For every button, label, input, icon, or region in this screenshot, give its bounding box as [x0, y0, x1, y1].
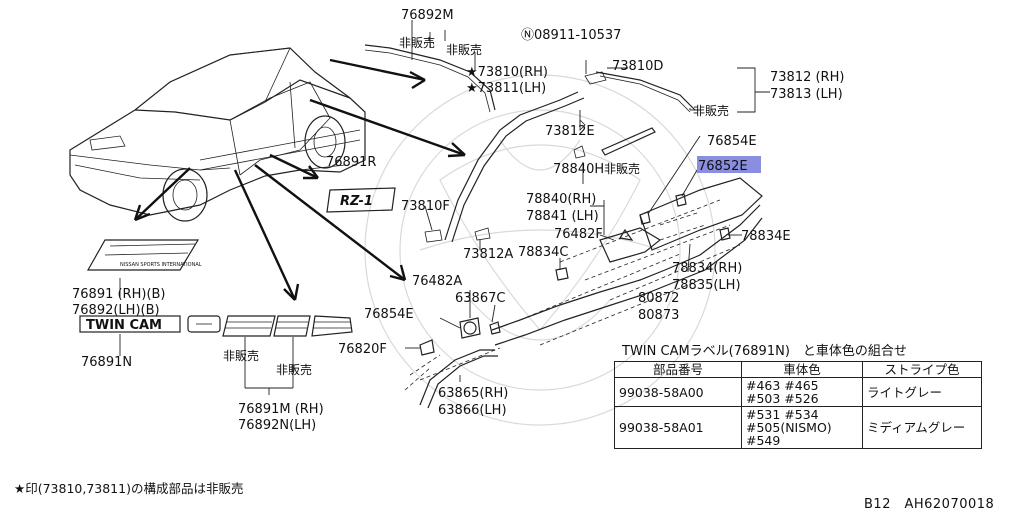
- label-73813: 73813 (LH): [770, 87, 843, 102]
- svg-text:TWIN CAM: TWIN CAM: [86, 318, 162, 333]
- page-reference: B12 AH62070018: [864, 497, 995, 512]
- label-76482A: 76482A: [412, 274, 462, 289]
- highlight-76852E: [697, 156, 761, 173]
- cell-body-color: #531 #534 #505(NISMO) #549: [741, 406, 863, 449]
- label-63865: 63865(RH): [438, 386, 508, 401]
- cell-body-color: #463 #465 #503 #526: [741, 377, 863, 407]
- label-73812E: 73812E: [545, 124, 595, 139]
- decal-76891-nissan: NISSAN SPORTS INTERNATIONAL: [86, 239, 202, 271]
- label-73810D: 73810D: [612, 59, 663, 74]
- part-73810-window-molding: [424, 60, 696, 250]
- pointer-arrows: [133, 58, 466, 301]
- label-73812: 73812 (RH): [770, 70, 844, 85]
- label-76854E-top: 76854E: [707, 134, 757, 149]
- table-caption: TWIN CAMラベル(76891N) と車体色の組合せ: [622, 344, 907, 359]
- cell-stripe-color: ライトグレー: [862, 377, 982, 407]
- color-line: #503 #526: [746, 391, 819, 406]
- label-78834E: 78834E: [741, 229, 791, 244]
- label-78841: 78841 (LH): [526, 209, 599, 224]
- part-76892M: [364, 20, 496, 113]
- cell-part-number: 99038-58A01: [614, 406, 742, 449]
- label-76852E: 76852E: [698, 159, 748, 174]
- header-body-color: 車体色: [741, 361, 863, 378]
- color-line: #531 #534: [746, 407, 819, 422]
- label-76892M: 76892M: [401, 8, 454, 23]
- car-body-illustration: [69, 47, 366, 222]
- color-line: #549: [746, 433, 781, 448]
- label-hihanbai: 非販売: [276, 362, 312, 377]
- leader-lines: [119, 30, 770, 356]
- label-76854E-bottom: 76854E: [364, 307, 414, 322]
- label-78840: 78840(RH): [526, 192, 596, 207]
- label-hihanbai: 非販売: [223, 348, 259, 363]
- label-73810F: 73810F: [401, 199, 450, 214]
- color-line: #463 #465: [746, 378, 819, 393]
- label-63866: 63866(LH): [438, 403, 507, 418]
- table-header-row: 部品番号 車体色 ストライプ色: [614, 361, 982, 378]
- label-76892: 76892(LH)(B): [72, 303, 160, 318]
- label-73810-rh: ★73810(RH): [466, 65, 548, 80]
- label-08911-10537: Ⓝ08911-10537: [521, 28, 621, 43]
- svg-text:NISSAN SPORTS INTERNATIONAL: NISSAN SPORTS INTERNATIONAL: [120, 262, 202, 268]
- part-63865-fender-molding: [404, 290, 501, 409]
- footnote: ★印(73810,73811)の構成部品は非販売: [14, 481, 244, 496]
- cell-part-number: 99038-58A00: [614, 377, 742, 407]
- label-78834C: 78834C: [518, 245, 568, 260]
- label-76482F: 76482F: [554, 227, 603, 242]
- label-63867C: 63867C: [455, 291, 505, 306]
- table-row: 99038-58A00 #463 #465 #503 #526 ライトグレー: [614, 377, 982, 407]
- label-76891M: 76891M (RH): [238, 402, 324, 417]
- label-73811-lh: ★73811(LH): [466, 81, 546, 96]
- label-76820F: 76820F: [338, 342, 387, 357]
- decal-rz1: RZ-1: [326, 187, 396, 213]
- decal-twincam: TWIN CAM: [79, 315, 221, 333]
- label-76892N: 76892N(LH): [238, 418, 316, 433]
- label-73812A: 73812A: [463, 247, 513, 262]
- header-stripe-color: ストライプ色: [862, 361, 982, 378]
- svg-text:RZ-1: RZ-1: [340, 194, 373, 209]
- label-76891R: 76891R: [326, 155, 376, 170]
- label-hihanbai: 非販売: [604, 161, 640, 176]
- label-80873: 80873: [638, 308, 679, 323]
- label-hihanbai: 非販売: [399, 35, 435, 50]
- stripe-76891M: [222, 315, 353, 395]
- label-80872: 80872: [638, 291, 679, 306]
- part-80872-sill-molding: [419, 135, 763, 381]
- label-76891N: 76891N: [81, 355, 132, 370]
- label-hihanbai: 非販売: [446, 42, 482, 57]
- cell-stripe-color: ミディアムグレー: [862, 406, 982, 449]
- watermark-emblem: [364, 74, 716, 426]
- color-line: #505(NISMO): [746, 420, 832, 435]
- label-78840H: 78840H: [553, 162, 604, 177]
- label-76891: 76891 (RH)(B): [72, 287, 166, 302]
- part-labels: 76892M 非販売 非販売 Ⓝ08911-10537 ★73810(RH) ★…: [72, 8, 844, 433]
- header-part-number: 部品番号: [614, 361, 742, 378]
- label-78834: 78834(RH): [672, 261, 742, 276]
- label-hihanbai: 非販売: [693, 103, 729, 118]
- color-combination-table: 部品番号 車体色 ストライプ色 99038-58A00 #463 #465 #5…: [614, 361, 982, 449]
- label-78835: 78835(LH): [672, 278, 741, 293]
- table-row: 99038-58A01 #531 #534 #505(NISMO) #549 ミ…: [614, 406, 982, 449]
